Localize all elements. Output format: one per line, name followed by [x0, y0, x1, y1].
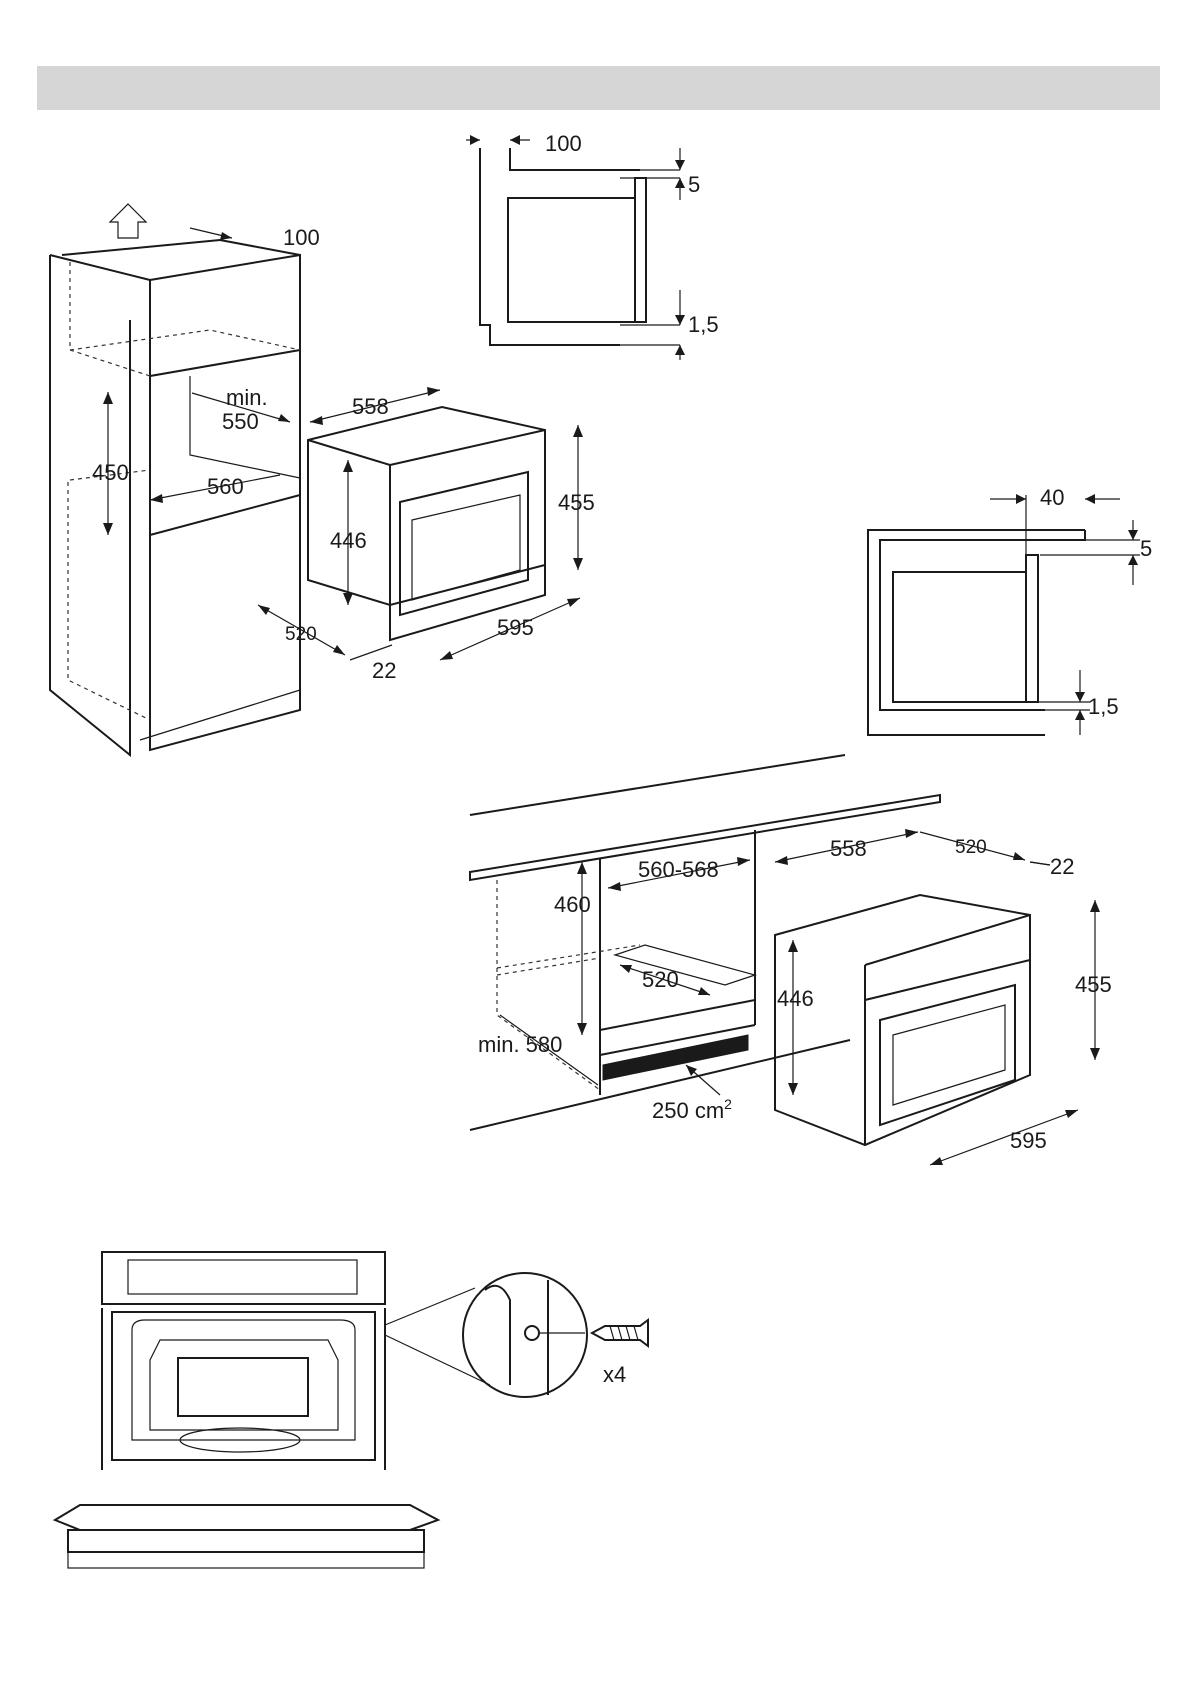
fixing-diagram: x4	[55, 1252, 648, 1568]
uc-height-label: 455	[1075, 972, 1112, 997]
oven-inner-height-label: 446	[330, 528, 367, 553]
screw-icon	[592, 1320, 648, 1346]
uc-niche-height-label: 460	[554, 892, 591, 917]
tall-min-label: min.	[226, 385, 268, 410]
oven-column-diagram: 558 446 455 520 595 22	[258, 387, 595, 683]
up-arrow-icon	[110, 204, 146, 238]
uc-ventilation-label: 250 cm2	[652, 1096, 732, 1123]
tall-niche-height-label: 450	[92, 460, 129, 485]
screws-count-label: x4	[603, 1362, 626, 1387]
tall-top-depth-label: 100	[283, 225, 320, 250]
right-five-label: 5	[1140, 536, 1152, 561]
oven-width-label: 558	[352, 394, 389, 419]
uc-ventilation-sup: 2	[724, 1096, 732, 1112]
uc-door-label: 22	[1050, 854, 1074, 879]
under-counter-diagram: 460 560-568 520 min. 580 250 cm2 558 520…	[470, 755, 1112, 1165]
oven-height-label: 455	[558, 490, 595, 515]
top-section-diagram: 100 5 1,5	[466, 131, 719, 360]
uc-front-width-label: 595	[1010, 1128, 1047, 1153]
right-gap-label: 40	[1040, 485, 1064, 510]
right-section-diagram: 40 5 1,5	[868, 485, 1152, 735]
right-bottom-label: 1,5	[1088, 694, 1119, 719]
uc-niche-width-label: 560-568	[638, 857, 719, 882]
uc-oven-width-label: 558	[830, 836, 867, 861]
tall-min-depth-label: 550	[222, 409, 259, 434]
uc-min-depth-label: min. 580	[478, 1032, 562, 1057]
top-gap-label: 100	[545, 131, 582, 156]
uc-oven-depth-label: 520	[955, 837, 987, 858]
oven-depth-label: 520	[285, 624, 317, 645]
oven-front-width-label: 595	[497, 615, 534, 640]
tall-niche-width-label: 560	[207, 474, 244, 499]
top-five-label: 5	[688, 172, 700, 197]
uc-inner-height-label: 446	[777, 986, 814, 1011]
oven-door-label: 22	[372, 658, 396, 683]
uc-ventilation-value: 250 cm	[652, 1098, 724, 1123]
tall-cabinet-diagram: 100 min. 550 450 560	[50, 204, 320, 755]
top-bottom-label: 1,5	[688, 312, 719, 337]
uc-niche-depth-label: 520	[642, 967, 679, 992]
